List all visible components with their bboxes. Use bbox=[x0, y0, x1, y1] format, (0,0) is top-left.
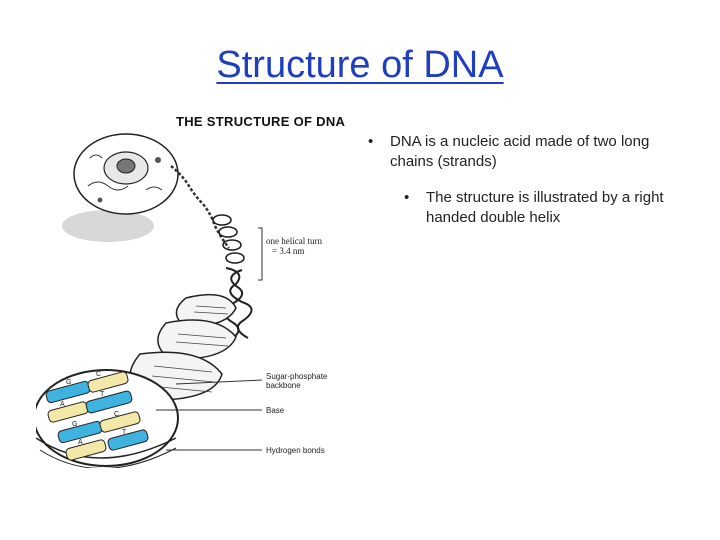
bullet-item: • DNA is a nucleic acid made of two long… bbox=[368, 132, 688, 172]
bullet-text: DNA is a nucleic acid made of two long c… bbox=[390, 133, 650, 170]
sub-bullet-dot: • bbox=[404, 189, 410, 206]
base-letter: C bbox=[96, 371, 102, 378]
chromatin-strand bbox=[170, 165, 230, 249]
figure-title: THE STRUCTURE OF DNA bbox=[176, 114, 346, 129]
helical-turn-label-line1: one helical turn bbox=[266, 236, 322, 246]
base-letter: T bbox=[122, 429, 127, 436]
helical-turn-label-line2: = 3.4 nm bbox=[272, 246, 305, 256]
backbone-label-line1: Sugar-phosphate bbox=[266, 372, 328, 381]
slide-title: Structure of DNA bbox=[216, 44, 504, 86]
base-letter: A bbox=[60, 401, 65, 408]
base-letter: A bbox=[78, 439, 83, 446]
backbone-label-line2: backbone bbox=[266, 381, 301, 390]
bullet-dot: • bbox=[368, 133, 374, 150]
base-letter: G bbox=[66, 379, 72, 386]
sub-bullet-item: • The structure is illustrated by a righ… bbox=[404, 188, 688, 228]
sub-bullet-text: The structure is illustrated by a right … bbox=[426, 189, 664, 226]
helix-ridges bbox=[149, 305, 229, 393]
base-letter: T bbox=[100, 391, 105, 398]
bullet-list: • DNA is a nucleic acid made of two long… bbox=[368, 132, 688, 228]
hydrogen-bonds-label: Hydrogen bonds bbox=[266, 446, 325, 455]
helical-turn-label: one helical turn = 3.4 nm bbox=[266, 236, 322, 256]
cell-drawing bbox=[62, 133, 179, 242]
helical-turn-bracket bbox=[258, 227, 263, 281]
dna-illustration bbox=[36, 133, 263, 468]
leader-lines bbox=[156, 379, 263, 451]
base-label: Base bbox=[266, 406, 285, 415]
base-letter: C bbox=[114, 411, 120, 418]
dna-structure-figure: THE STRUCTURE OF DNA bbox=[36, 108, 356, 468]
base-letter: G bbox=[72, 421, 78, 428]
backbone-label: Sugar-phosphate backbone bbox=[266, 372, 327, 390]
base-pairs bbox=[45, 371, 149, 461]
